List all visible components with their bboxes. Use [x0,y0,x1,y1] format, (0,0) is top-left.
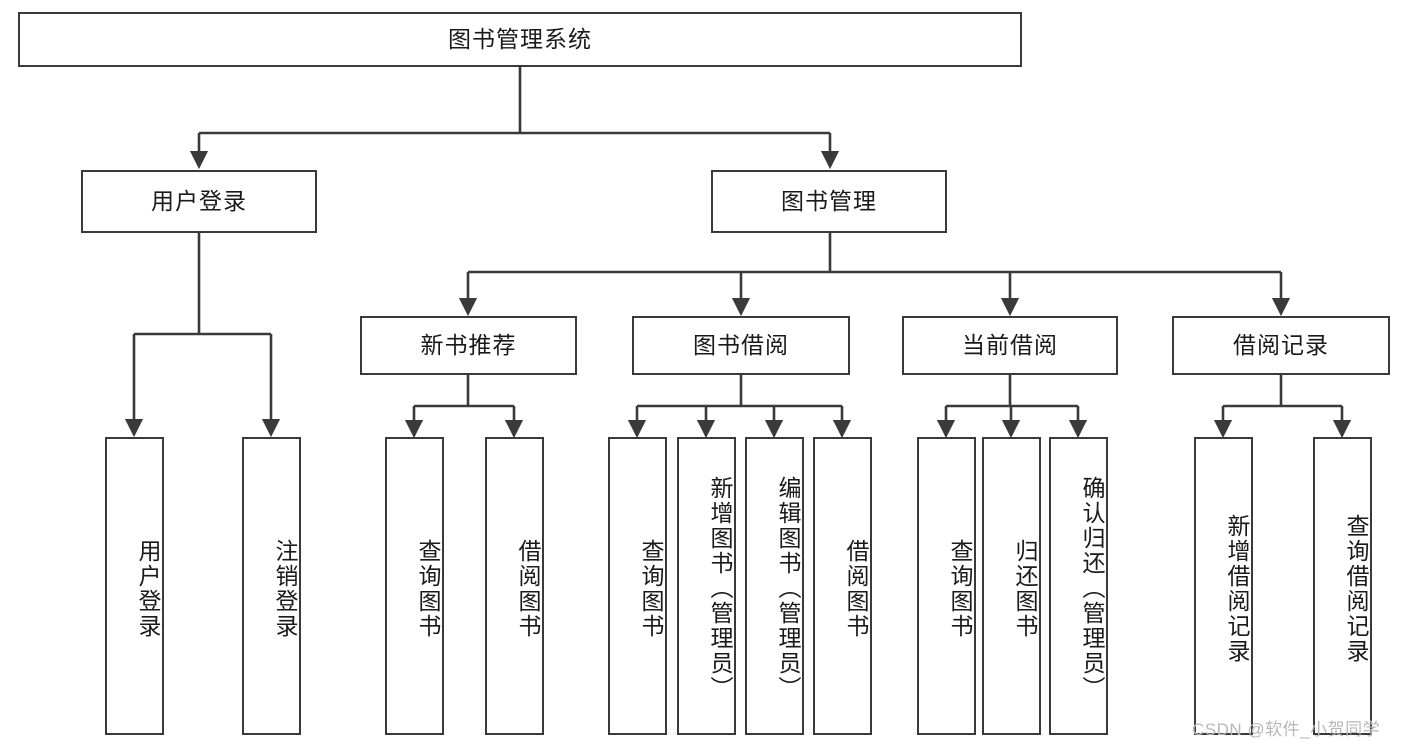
leaf-add-book-admin-label: 新增图书（管理员） [707,475,733,701]
node-new-book-recommend-label: 新书推荐 [420,331,517,358]
leaf-query-book-current[interactable]: 查询图书 [917,437,976,735]
leaf-add-borrow-record[interactable]: 新增借阅记录 [1194,437,1253,735]
leaf-logout-login[interactable]: 注销登录 [242,437,301,735]
csdn-watermark: CSDN @软件_小贺同学 [1192,720,1381,739]
node-new-book-recommend[interactable]: 新书推荐 [360,316,577,375]
node-current-borrow[interactable]: 当前借阅 [902,316,1118,375]
node-root-label: 图书管理系统 [448,25,592,52]
node-root[interactable]: 图书管理系统 [18,12,1022,67]
leaf-borrow-book-recommend[interactable]: 借阅图书 [485,437,544,735]
leaf-borrow-book-borrow-label: 借阅图书 [843,539,869,639]
leaf-borrow-book-recommend-label: 借阅图书 [515,539,541,639]
leaf-edit-book-admin[interactable]: 编辑图书（管理员） [745,437,804,735]
node-borrow-records[interactable]: 借阅记录 [1172,316,1390,375]
leaf-user-login[interactable]: 用户登录 [105,437,164,735]
leaf-borrow-book-borrow[interactable]: 借阅图书 [813,437,872,735]
leaf-query-book-recommend-label: 查询图书 [415,539,441,639]
node-book-borrow-label: 图书借阅 [693,331,789,358]
leaf-add-book-admin[interactable]: 新增图书（管理员） [677,437,736,735]
leaf-query-book-borrow-label: 查询图书 [638,539,664,639]
leaf-edit-book-admin-label: 编辑图书（管理员） [775,475,801,701]
node-user-login-label: 用户登录 [151,187,247,214]
leaf-query-book-recommend[interactable]: 查询图书 [385,437,444,735]
node-current-borrow-label: 当前借阅 [962,331,1058,358]
node-user-login[interactable]: 用户登录 [81,170,317,233]
node-book-borrow[interactable]: 图书借阅 [632,316,850,375]
leaf-query-book-current-label: 查询图书 [947,539,973,639]
leaf-query-borrow-record-label: 查询借阅记录 [1343,514,1369,664]
leaf-return-book-label: 归还图书 [1012,539,1038,639]
leaf-add-borrow-record-label: 新增借阅记录 [1224,514,1250,664]
leaf-return-book[interactable]: 归还图书 [982,437,1041,735]
leaf-confirm-return-admin[interactable]: 确认归还（管理员） [1049,437,1108,735]
leaf-query-book-borrow[interactable]: 查询图书 [608,437,667,735]
node-borrow-records-label: 借阅记录 [1233,331,1329,358]
leaf-query-borrow-record[interactable]: 查询借阅记录 [1313,437,1372,735]
node-book-management-label: 图书管理 [781,187,877,214]
leaf-logout-login-label: 注销登录 [272,539,298,639]
node-book-management[interactable]: 图书管理 [711,170,947,233]
leaf-confirm-return-admin-label: 确认归还（管理员） [1079,475,1105,701]
leaf-user-login-label: 用户登录 [135,539,161,639]
